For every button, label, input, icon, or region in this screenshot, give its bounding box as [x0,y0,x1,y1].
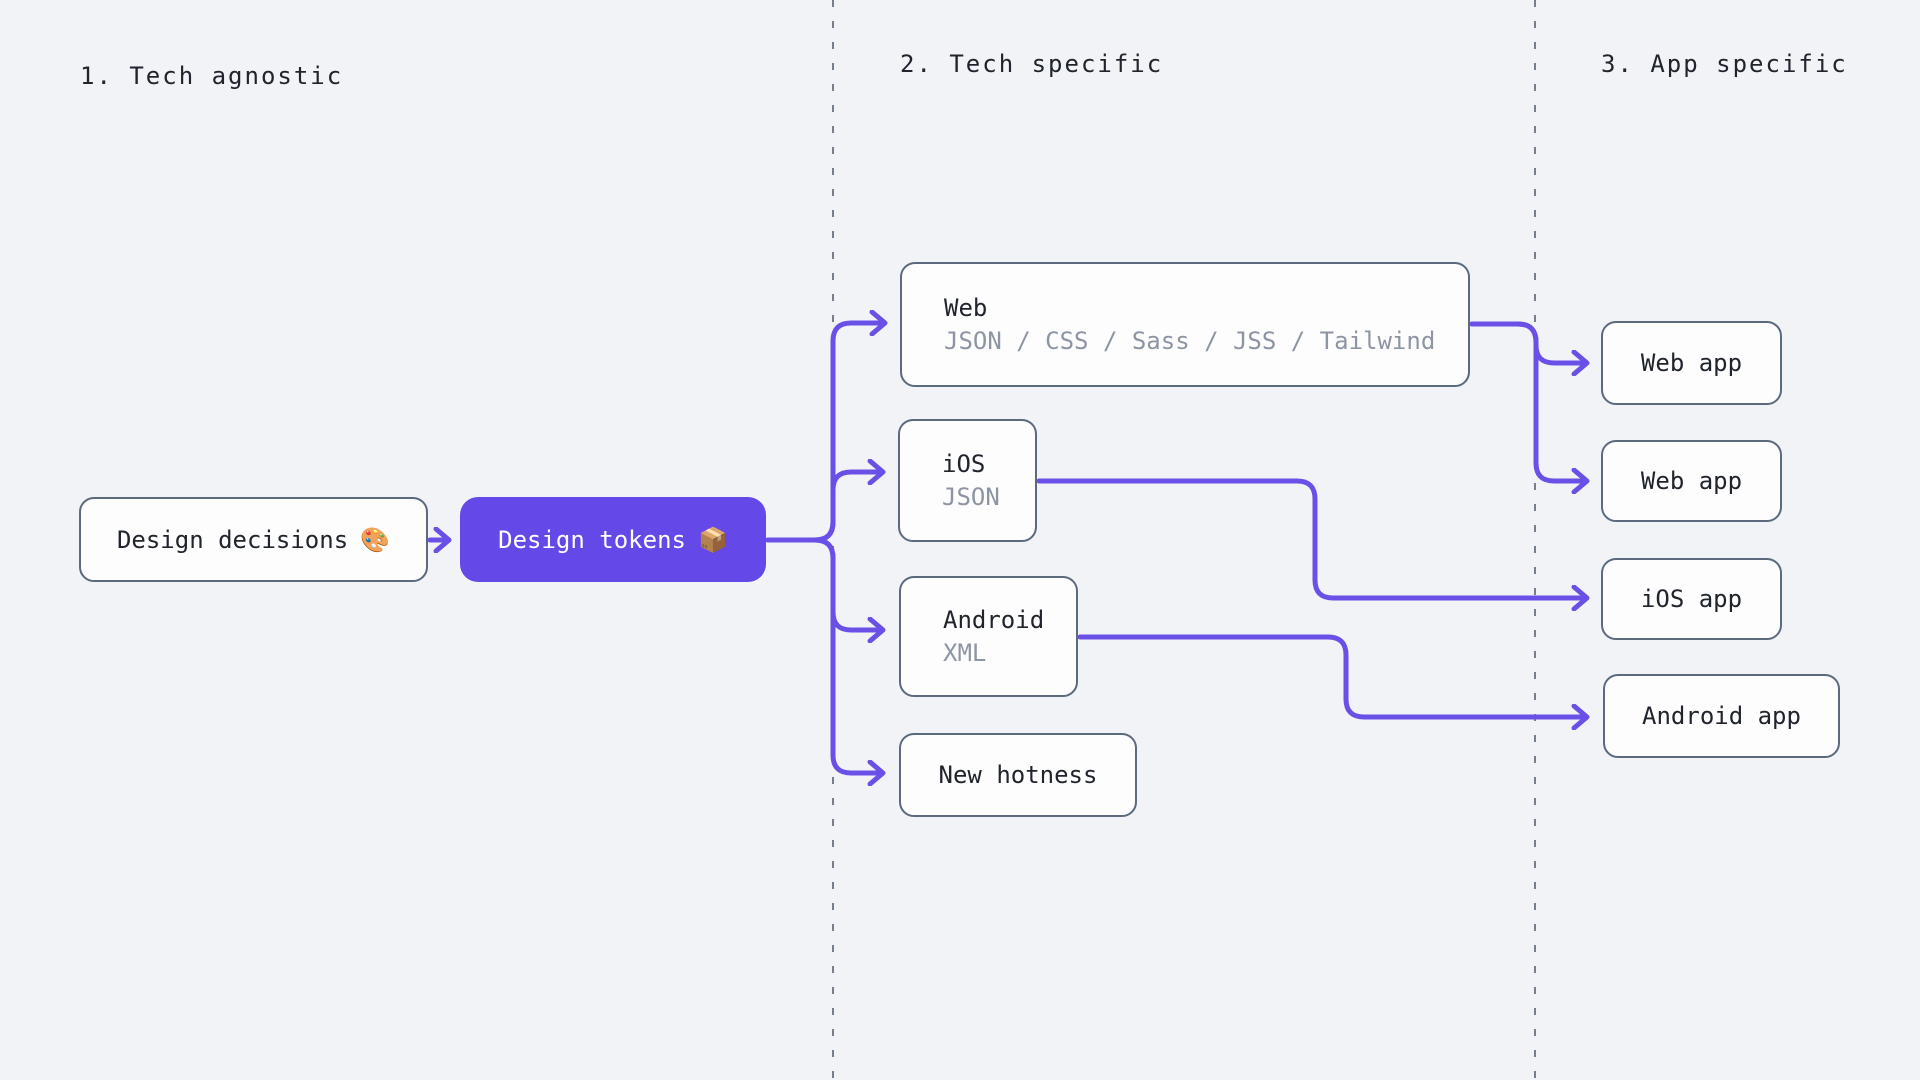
edge-tokens-to-new-hotness [765,537,882,773]
node-design-tokens: Design tokens 📦 [460,497,766,582]
package-emoji: 📦 [697,525,728,554]
node-android-title: Android [943,606,1045,634]
column-header-app-specific: 3. App specific [1601,50,1848,78]
node-design-tokens-label: Design tokens [498,525,686,554]
edge-tokens-to-ios [765,472,882,543]
edge-web-to-web-app-1 [1469,321,1586,363]
node-web-subtitle: JSON / CSS / Sass / JSS / Tailwind [944,327,1436,355]
node-web-app-1: Web app [1601,321,1782,405]
edge-android-to-android-app [1077,634,1586,717]
node-ios-subtitle: JSON [942,483,1000,511]
column-header-tech-specific: 2. Tech specific [900,50,1164,78]
edge-web-to-web-app-2 [1469,321,1586,481]
edge-tokens-to-web [765,323,884,543]
node-android-app: Android app [1603,674,1840,758]
node-web-title: Web [944,294,988,322]
node-web-app-2-label: Web app [1640,467,1743,495]
node-web-app-1-label: Web app [1640,349,1743,377]
node-web-app-2: Web app [1601,440,1782,522]
node-design-decisions-label: Design decisions [116,525,349,554]
node-ios-title: iOS [942,450,986,478]
node-android: Android XML [899,576,1078,697]
node-android-app-label: Android app [1642,702,1801,730]
node-new-hotness: New hotness [899,733,1137,817]
edge-tokens-to-android [765,537,882,630]
node-new-hotness-label: New hotness [938,761,1098,789]
node-design-decisions: Design decisions 🎨 [79,497,428,582]
node-web: Web JSON / CSS / Sass / JSS / Tailwind [900,262,1470,387]
node-ios: iOS JSON [898,419,1037,542]
edge-ios-to-ios-app [1036,478,1586,598]
column-header-tech-agnostic: 1. Tech agnostic [80,62,344,90]
node-android-subtitle: XML [943,639,987,667]
palette-emoji: 🎨 [360,525,391,554]
node-ios-app-label: iOS app [1640,585,1743,613]
node-ios-app: iOS app [1601,558,1782,640]
